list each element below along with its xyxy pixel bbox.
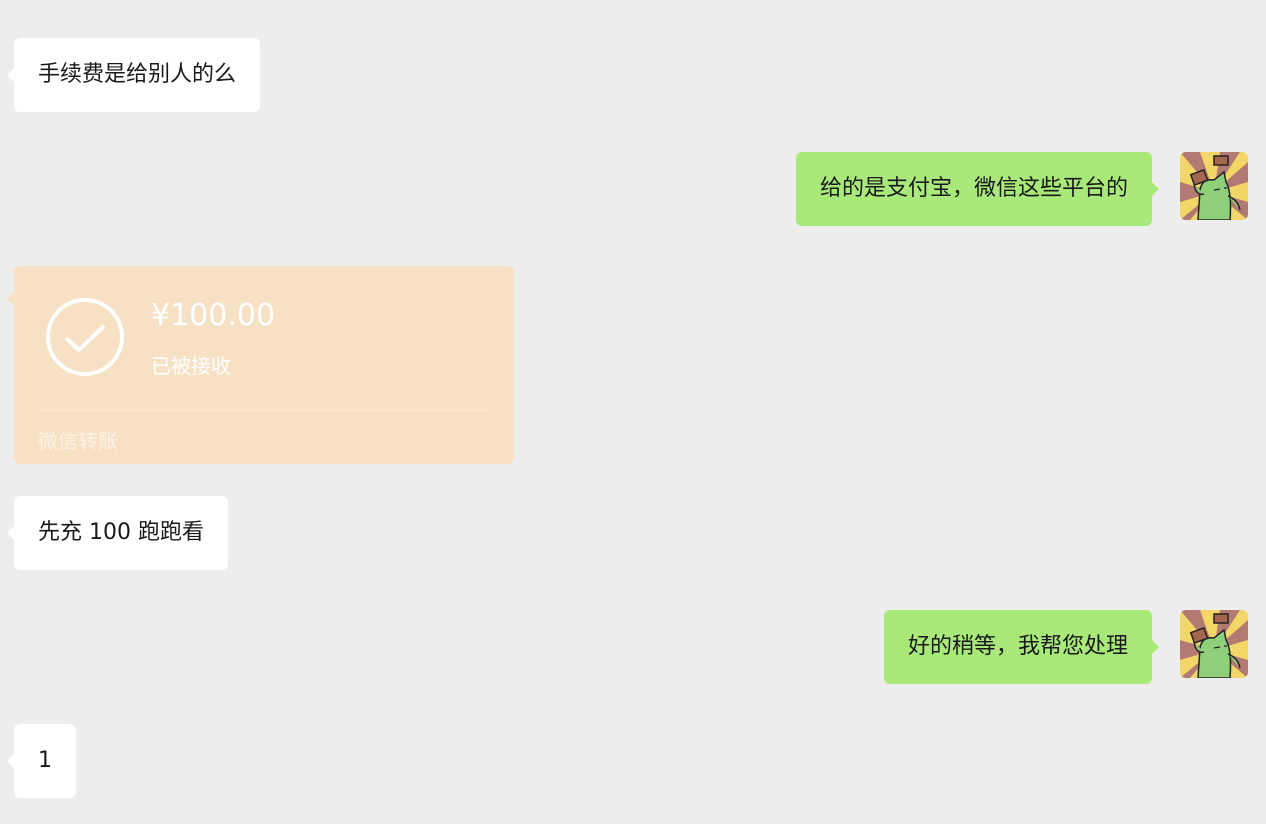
message-bubble[interactable]: 手续费是给别人的么 bbox=[6, 38, 261, 112]
message-bubble[interactable]: 先充 100 跑跑看 bbox=[7, 496, 228, 570]
transfer-amount: ¥100.00 bbox=[151, 298, 276, 333]
transfer-card[interactable]: ¥100.00 已被接收 微信转账 bbox=[7, 266, 514, 464]
divider bbox=[38, 410, 490, 411]
avatar-icon[interactable] bbox=[1180, 610, 1248, 678]
transfer-status: 已被接收 bbox=[151, 354, 231, 378]
message-bubble[interactable]: 1 bbox=[7, 724, 76, 798]
message-bubble[interactable]: 给的是支付宝，微信这些平台的 bbox=[795, 152, 1160, 226]
transfer-label: 微信转账 bbox=[38, 429, 118, 453]
message-bubble[interactable]: 好的稍等，我帮您处理 bbox=[883, 610, 1160, 684]
check-circle-icon bbox=[46, 298, 124, 376]
avatar-icon[interactable] bbox=[1180, 152, 1248, 220]
